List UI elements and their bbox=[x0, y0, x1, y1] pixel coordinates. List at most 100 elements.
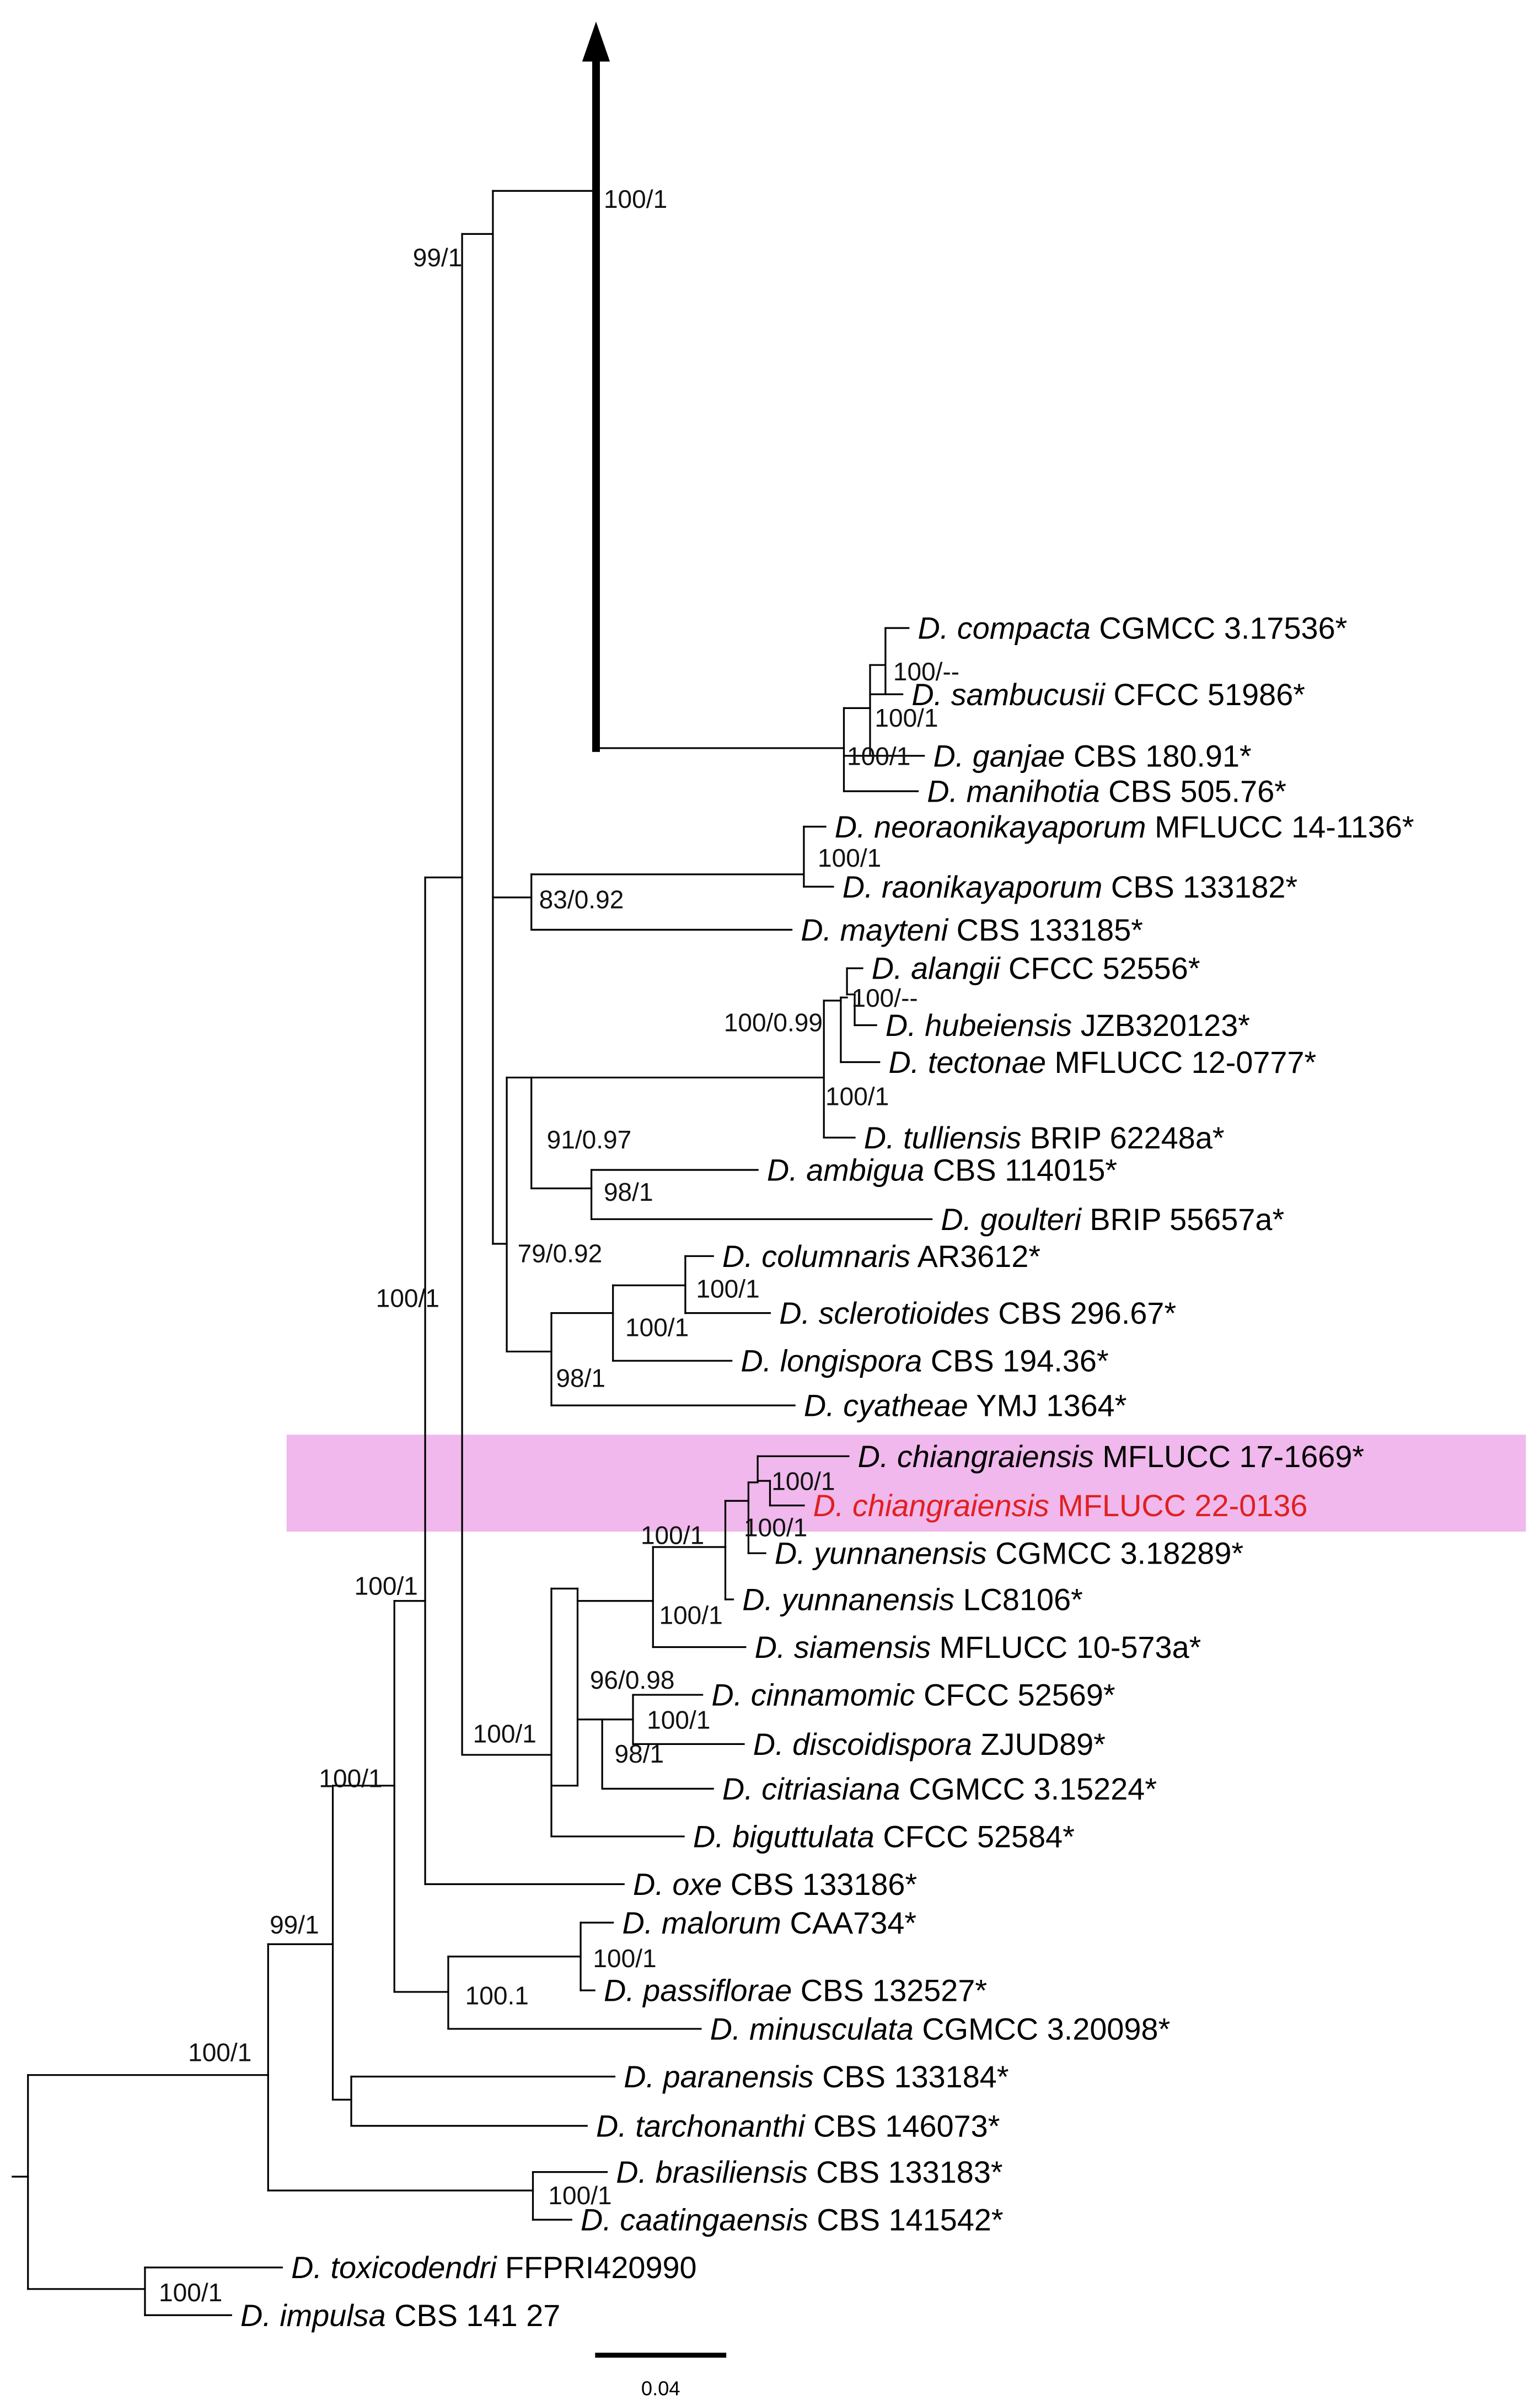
support-value: 98/1 bbox=[556, 1364, 605, 1393]
scale-bar-label: 0.04 bbox=[641, 2377, 680, 2399]
tip-strain-code: CBS 141 27 bbox=[386, 2298, 561, 2333]
tip-label-citriasiana: D. citriasiana CGMCC 3.15224* bbox=[722, 1771, 1157, 1806]
tip-species-name: D. goulteri bbox=[941, 1202, 1082, 1237]
support-value: 100/1 bbox=[625, 1313, 689, 1342]
tip-species-name: D. passiflorae bbox=[604, 1973, 792, 2008]
tip-species-name: D. sambucusii bbox=[911, 677, 1106, 712]
tree-branches bbox=[12, 190, 933, 2316]
support-value: 91/0.97 bbox=[547, 1125, 632, 1154]
tip-species-name: D. caatingaensis bbox=[581, 2203, 808, 2237]
support-value: 100/1 bbox=[847, 742, 910, 771]
support-value: 100/-- bbox=[851, 984, 917, 1012]
tip-species-name: D. cinnamomic bbox=[711, 1678, 915, 1712]
tip-strain-code: YMJ 1364* bbox=[968, 1388, 1127, 1423]
tip-species-name: D. brasiliensis bbox=[616, 2155, 807, 2189]
tip-label-yunnanensis1: D. yunnanensis CGMCC 3.18289* bbox=[775, 1536, 1243, 1571]
tip-label-impulsa: D. impulsa CBS 141 27 bbox=[240, 2298, 560, 2333]
tip-species-name: D. chiangraiensis bbox=[858, 1439, 1094, 1474]
tip-label-chiangraiensis1: D. chiangraiensis MFLUCC 17-1669* bbox=[858, 1439, 1364, 1474]
tip-label-neoraonikayaporum: D. neoraonikayaporum MFLUCC 14-1136* bbox=[835, 809, 1414, 844]
support-value: 99/1 bbox=[270, 1910, 319, 1939]
tip-label-sclerotioides: D. sclerotioides CBS 296.67* bbox=[779, 1296, 1176, 1330]
support-value: 100/1 bbox=[319, 1764, 382, 1793]
tip-species-name: D. oxe bbox=[633, 1867, 722, 1902]
tip-species-name: D. yunnanensis bbox=[775, 1536, 987, 1571]
tip-species-name: D. citriasiana bbox=[722, 1771, 900, 1806]
tip-species-name: D. cyatheae bbox=[804, 1388, 968, 1423]
tip-label-toxicodendri: D. toxicodendri FFPRI420990 bbox=[291, 2250, 696, 2285]
tip-species-name: D. tulliensis bbox=[864, 1120, 1021, 1155]
tip-species-name: D. ganjae bbox=[933, 738, 1065, 773]
tip-strain-code: CGMCC 3.18289* bbox=[987, 1536, 1243, 1571]
tip-species-name: D. biguttulata bbox=[693, 1819, 874, 1854]
tip-label-chiangraiensis2: D. chiangraiensis MFLUCC 22-0136 bbox=[813, 1488, 1308, 1523]
tip-label-siamensis: D. siamensis MFLUCC 10-573a* bbox=[755, 1630, 1201, 1664]
tip-species-name: D. paranensis bbox=[624, 2059, 813, 2094]
tip-strain-code: MFLUCC 12-0777* bbox=[1046, 1045, 1316, 1080]
support-value: 100/1 bbox=[376, 1283, 439, 1312]
tip-strain-code: FFPRI420990 bbox=[497, 2250, 697, 2285]
tip-species-name: D. alangii bbox=[872, 951, 1001, 986]
tip-label-raonikayaporum: D. raonikayaporum CBS 133182* bbox=[843, 869, 1297, 904]
tip-strain-code: CBS 180.91* bbox=[1065, 738, 1251, 773]
support-value: 100/1 bbox=[548, 2181, 611, 2210]
tip-strain-code: MFLUCC 14-1136* bbox=[1146, 809, 1414, 844]
support-value: 96/0.98 bbox=[590, 1666, 675, 1694]
support-value: 98/1 bbox=[604, 1178, 653, 1206]
tip-strain-code: LC8106* bbox=[954, 1582, 1083, 1617]
tip-label-cyatheae: D. cyatheae YMJ 1364* bbox=[804, 1388, 1127, 1423]
tip-label-brasiliensis: D. brasiliensis CBS 133183* bbox=[616, 2155, 1002, 2189]
tip-strain-code: MFLUCC 22-0136 bbox=[1049, 1488, 1308, 1523]
support-value: 100/1 bbox=[647, 1705, 710, 1734]
tip-species-name: D. yunnanensis bbox=[742, 1582, 954, 1617]
support-value: 98/1 bbox=[615, 1739, 664, 1768]
tip-species-name: D. siamensis bbox=[755, 1630, 931, 1664]
tip-label-oxe: D. oxe CBS 133186* bbox=[633, 1867, 917, 1902]
tip-species-name: D. hubeiensis bbox=[886, 1008, 1072, 1043]
tip-strain-code: CFCC 52569* bbox=[915, 1678, 1115, 1712]
support-values: 100/199/1100/--100/1100/1100/183/0.92100… bbox=[159, 185, 959, 2307]
tip-strain-code: CFCC 52584* bbox=[874, 1819, 1075, 1854]
support-value: 100/-- bbox=[893, 657, 959, 686]
tip-label-ganjae: D. ganjae CBS 180.91* bbox=[933, 738, 1251, 773]
support-value: 100/1 bbox=[744, 1513, 807, 1542]
tip-species-name: D. chiangraiensis bbox=[813, 1488, 1049, 1523]
support-value: 100/1 bbox=[188, 2038, 251, 2067]
tip-strain-code: CBS 141542* bbox=[808, 2203, 1004, 2237]
support-value: 100/1 bbox=[473, 1720, 536, 1748]
tip-strain-code: JZB320123* bbox=[1072, 1008, 1250, 1043]
tip-strain-code: ZJUD89* bbox=[972, 1727, 1106, 1761]
tip-label-compacta: D. compacta CGMCC 3.17536* bbox=[918, 611, 1348, 646]
tip-label-yunnanensis2: D. yunnanensis LC8106* bbox=[742, 1582, 1083, 1617]
tip-label-manihotia: D. manihotia CBS 505.76* bbox=[927, 774, 1286, 809]
tip-strain-code: BRIP 55657a* bbox=[1081, 1202, 1284, 1237]
support-value: 100/1 bbox=[874, 703, 938, 732]
tip-strain-code: CBS 296.67* bbox=[990, 1296, 1176, 1330]
tip-strain-code: CFCC 51986* bbox=[1105, 677, 1305, 712]
new-strain-highlight bbox=[286, 1435, 1526, 1532]
support-value: 100/1 bbox=[159, 2278, 222, 2307]
tip-strain-code: CFCC 52556* bbox=[1000, 951, 1200, 986]
tip-strain-code: CBS 114015* bbox=[924, 1153, 1117, 1188]
tip-label-goulteri: D. goulteri BRIP 55657a* bbox=[941, 1202, 1284, 1237]
tip-species-name: D. sclerotioides bbox=[779, 1296, 990, 1330]
support-value: 100/1 bbox=[825, 1082, 889, 1111]
tip-species-name: D. compacta bbox=[918, 611, 1091, 646]
tip-label-longispora: D. longispora CBS 194.36* bbox=[741, 1344, 1108, 1378]
support-value: 100/0.99 bbox=[724, 1008, 823, 1037]
tip-strain-code: CBS 505.76* bbox=[1100, 774, 1286, 809]
tip-strain-code: BRIP 62248a* bbox=[1021, 1120, 1224, 1155]
tip-species-name: D. manihotia bbox=[927, 774, 1099, 809]
tip-species-name: D. tarchonanthi bbox=[596, 2108, 806, 2143]
tip-strain-code: CGMCC 3.15224* bbox=[900, 1771, 1157, 1806]
tip-label-caatingaensis: D. caatingaensis CBS 141542* bbox=[581, 2203, 1004, 2237]
tip-label-passiflorae: D. passiflorae CBS 132527* bbox=[604, 1973, 987, 2008]
tip-label-minusculata: D. minusculata CGMCC 3.20098* bbox=[710, 2011, 1171, 2046]
support-value: 100/1 bbox=[818, 844, 881, 872]
tip-label-cinnamomic: D. cinnamomic CFCC 52569* bbox=[711, 1678, 1115, 1712]
support-value: 100/1 bbox=[771, 1467, 835, 1496]
tip-labels: D. compacta CGMCC 3.17536*D. sambucusii … bbox=[240, 611, 1414, 2333]
tip-strain-code: CBS 133182* bbox=[1102, 869, 1297, 904]
tip-species-name: D. toxicodendri bbox=[291, 2250, 497, 2285]
